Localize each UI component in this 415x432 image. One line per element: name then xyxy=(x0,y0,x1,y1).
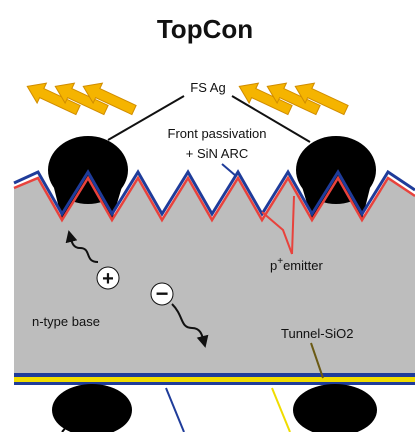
rear-yellow-line xyxy=(271,387,291,432)
front-contact-label: FS Ag xyxy=(190,80,225,95)
sun-ray-arrow-icon xyxy=(82,82,137,116)
rear-blue-line xyxy=(165,387,185,432)
electron-minus-icon: − xyxy=(150,281,174,306)
emitter-label-prefix: p xyxy=(270,258,277,273)
hole-symbol: + xyxy=(102,268,114,290)
emitter-label: p+emitter xyxy=(270,256,323,273)
front-passivation-callout xyxy=(221,163,237,177)
rear-contact-left xyxy=(52,384,132,432)
electron-symbol: − xyxy=(156,281,169,306)
sun-rays-left xyxy=(26,82,137,116)
front-passivation-label-line1: Front passivation xyxy=(168,126,267,141)
p-plus-emitter-layer xyxy=(13,175,415,223)
emitter-label-suffix: emitter xyxy=(283,258,323,273)
emitter-label-superscript: + xyxy=(277,256,283,267)
tunnel-oxide-callout xyxy=(310,342,324,379)
electron-path-arrow xyxy=(171,303,209,348)
tunnel-sio2-layer xyxy=(14,377,415,382)
emitter-callout xyxy=(261,211,293,255)
hole-plus-icon: + xyxy=(96,266,120,290)
sun-ray-arrow-icon xyxy=(266,82,321,116)
rear-blue-layer-bottom xyxy=(14,382,415,385)
diagram-title: TopCon xyxy=(157,14,253,44)
sun-ray-arrow-icon xyxy=(294,82,349,116)
sun-ray-arrow-icon xyxy=(238,82,293,116)
tunnel-oxide-label: Tunnel-SiO2 xyxy=(281,326,354,341)
sun-ray-arrow-icon xyxy=(54,82,109,116)
silicon-wafer xyxy=(14,178,415,380)
emitter-callout-branch xyxy=(291,195,295,255)
passivation-sin-arc-layer xyxy=(13,169,415,217)
front-contact-callout-left xyxy=(107,95,185,141)
sun-ray-arrow-icon xyxy=(26,82,81,116)
front-contact-callout-right xyxy=(231,95,311,143)
rear-contact-right xyxy=(293,384,377,432)
base-label: n-type base xyxy=(32,314,100,329)
hole-path-arrow xyxy=(65,230,99,263)
front-passivation-label-line2: + SiN ARC xyxy=(186,146,249,161)
sun-rays-right xyxy=(238,82,349,116)
rear-black-line xyxy=(61,419,73,432)
rear-blue-layer xyxy=(14,373,415,377)
